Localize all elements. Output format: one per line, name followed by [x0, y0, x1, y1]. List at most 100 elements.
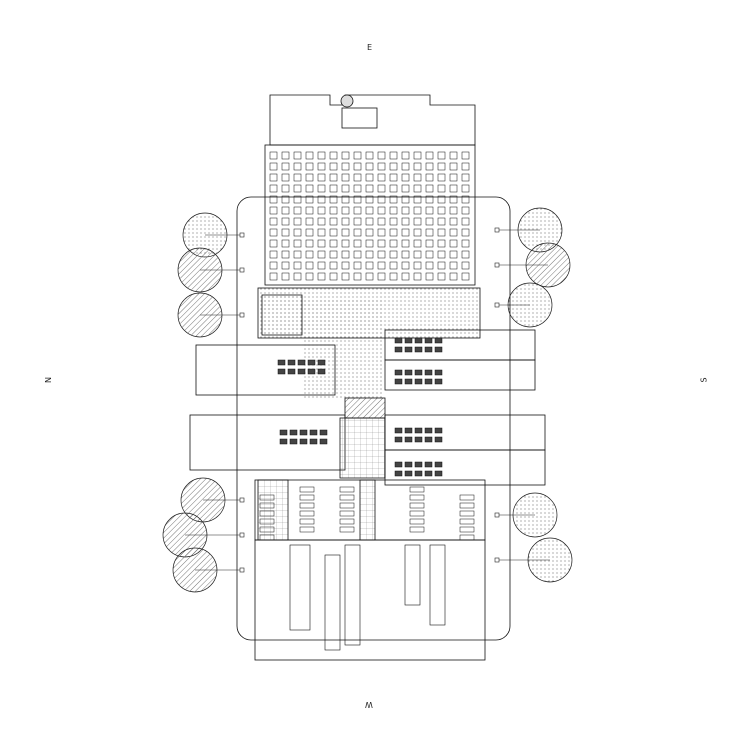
desk-row — [409, 518, 425, 525]
window — [305, 239, 314, 248]
desk-row — [287, 359, 296, 366]
window — [269, 173, 278, 182]
south-wing-1b — [384, 359, 536, 391]
window — [317, 195, 326, 204]
window — [449, 173, 458, 182]
desk-row — [299, 438, 308, 445]
window — [449, 250, 458, 259]
tree-marker — [494, 227, 500, 233]
window — [281, 184, 290, 193]
window — [281, 250, 290, 259]
window — [389, 162, 398, 171]
desk-row — [259, 526, 275, 533]
window — [389, 195, 398, 204]
desk-row — [287, 368, 296, 375]
tree-marker — [239, 232, 245, 238]
window-grid — [269, 151, 470, 281]
window — [293, 239, 302, 248]
window — [365, 272, 374, 281]
window — [341, 151, 350, 160]
desk-row — [307, 368, 316, 375]
window — [377, 228, 386, 237]
window — [401, 184, 410, 193]
window — [293, 195, 302, 204]
window — [281, 272, 290, 281]
desk-row — [424, 470, 433, 477]
desk-row — [404, 470, 413, 477]
desk-row — [299, 502, 315, 509]
window — [353, 195, 362, 204]
window — [425, 151, 434, 160]
window — [293, 173, 302, 182]
window — [389, 239, 398, 248]
desk-row — [259, 510, 275, 517]
roof-outline — [269, 94, 476, 146]
window — [449, 206, 458, 215]
desk-row — [319, 429, 328, 436]
window — [341, 206, 350, 215]
west-court-grid — [257, 479, 289, 541]
classroom-blocks — [259, 337, 475, 541]
window — [425, 173, 434, 182]
desk-row — [434, 470, 443, 477]
desk-row — [414, 436, 423, 443]
window — [377, 195, 386, 204]
desk-row — [459, 518, 475, 525]
desk-row — [414, 369, 423, 376]
desk-row — [259, 534, 275, 541]
window — [449, 261, 458, 270]
desk-row — [459, 526, 475, 533]
window — [305, 250, 314, 259]
window — [293, 250, 302, 259]
window — [341, 239, 350, 248]
window — [437, 272, 446, 281]
window — [281, 195, 290, 204]
window — [365, 151, 374, 160]
window — [425, 228, 434, 237]
window — [305, 151, 314, 160]
site-boundary — [236, 196, 511, 641]
desk-row — [299, 429, 308, 436]
window — [377, 162, 386, 171]
window — [377, 250, 386, 259]
window — [437, 239, 446, 248]
window — [461, 162, 470, 171]
window — [293, 206, 302, 215]
window — [389, 261, 398, 270]
desk-row — [434, 346, 443, 353]
window — [425, 184, 434, 193]
central-court — [339, 417, 386, 479]
window — [269, 217, 278, 226]
window — [401, 261, 410, 270]
tree-marker — [239, 312, 245, 318]
window — [401, 162, 410, 171]
desk-row — [394, 436, 403, 443]
window — [341, 261, 350, 270]
desk-row — [297, 368, 306, 375]
window — [293, 151, 302, 160]
desk-row — [289, 429, 298, 436]
desk-row — [424, 427, 433, 434]
window — [353, 217, 362, 226]
window — [425, 239, 434, 248]
window — [449, 239, 458, 248]
roof-stair — [341, 107, 378, 129]
window — [449, 195, 458, 204]
window — [389, 228, 398, 237]
window — [269, 206, 278, 215]
window — [269, 239, 278, 248]
window — [293, 184, 302, 193]
desk-row — [414, 470, 423, 477]
window — [437, 195, 446, 204]
window — [317, 162, 326, 171]
window — [413, 206, 422, 215]
desk-row — [414, 427, 423, 434]
window — [317, 184, 326, 193]
window — [281, 151, 290, 160]
window — [353, 250, 362, 259]
window — [293, 261, 302, 270]
window — [365, 217, 374, 226]
window — [305, 184, 314, 193]
desk-row — [259, 518, 275, 525]
window — [437, 261, 446, 270]
